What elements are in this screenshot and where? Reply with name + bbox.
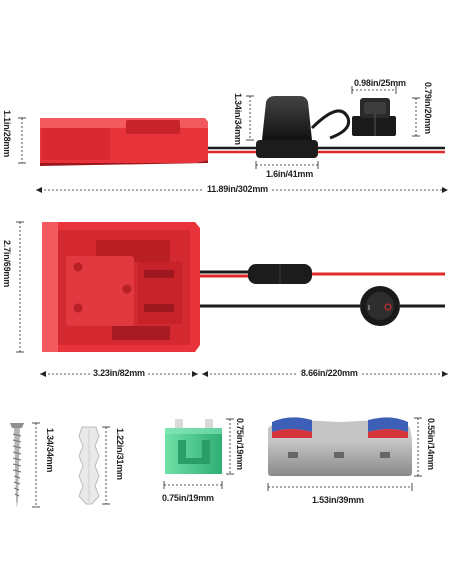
screw-icon (10, 423, 24, 508)
switch-width-label: 0.98in/25mm (354, 78, 406, 88)
adapter-width-label: 3.23in/82mm (90, 368, 148, 378)
adapter-height-label: 2.7in/69mm (2, 240, 12, 288)
wire-connector-icon (268, 417, 412, 476)
anchor-length-label: 1.22in/31mm (115, 428, 125, 480)
battery-adapter-top-view (42, 222, 200, 352)
top-view-group: I (16, 221, 448, 377)
switch-height-label: 0.79in/20mm (423, 82, 433, 134)
battery-holder-side-view (40, 118, 208, 166)
inline-fuse-holder (248, 264, 312, 284)
fuse-icon (165, 419, 222, 474)
connector-height-label: 0.55in/14mm (426, 418, 436, 470)
wire-length-label: 8.66in/220mm (298, 368, 361, 378)
rocker-switch-side-view (352, 98, 396, 136)
fuse-height-label: 0.75in/19mm (235, 418, 245, 470)
svg-text:I: I (368, 305, 370, 312)
fuse-width-label: 0.75in/19mm (162, 493, 214, 503)
cover-width-label: 1.6in/41mm (266, 169, 314, 179)
side-view-group (18, 86, 448, 193)
total-length-label: 11.89in/302mm (204, 184, 271, 194)
accessories-group (10, 417, 422, 508)
connector-width-label: 1.53in/39mm (312, 495, 364, 505)
screw-length-label: 1.34/34mm (45, 428, 55, 473)
wall-anchor-icon (78, 426, 100, 505)
rocker-switch-icon: I (360, 286, 400, 326)
fuse-holder-side-view (256, 96, 351, 158)
holder-height-label: 1.1in/28mm (2, 110, 12, 158)
cover-height-label: 1.34in/34mm (233, 93, 243, 145)
